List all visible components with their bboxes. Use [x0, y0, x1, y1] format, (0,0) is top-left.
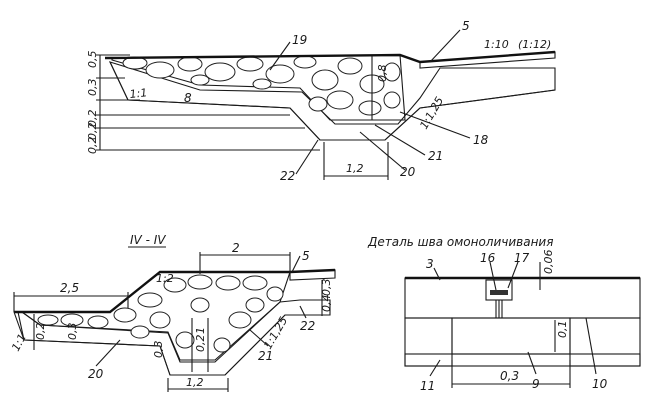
detail-seal-strip [490, 290, 508, 295]
detail-sand-right [569, 317, 641, 367]
top-slope-left: 1:1 [129, 86, 148, 101]
iv-ground-line [14, 268, 336, 314]
callout-9: 9 [532, 377, 540, 391]
detail-leader-lines [429, 261, 597, 377]
top-leader-lines [269, 29, 471, 175]
detail-dimension-lines [451, 262, 571, 388]
detail-upper-slab [404, 277, 641, 319]
callout-21-top: 21 [428, 149, 443, 163]
top-dim-4: 0,2 [86, 137, 99, 155]
callout-22-top: 22 [280, 169, 295, 183]
callout-22-iv: 22 [300, 319, 315, 333]
iv-dimension-lines [13, 252, 323, 392]
top-slope-right: 1:10 [484, 38, 509, 51]
top-stones [122, 55, 401, 116]
top-dim-6: 1,2 [346, 162, 364, 175]
top-dimension-lines [96, 54, 389, 180]
iv-top-width: 2 [232, 241, 240, 255]
section-iv-title: IV - IV [130, 233, 166, 247]
section-iv: IV - IV [9, 233, 336, 392]
iv-dim-1: 0,3 [320, 279, 333, 297]
callout-8: 8 [184, 91, 192, 105]
top-dim-3: 0,2 [86, 123, 99, 141]
iv-leader-lines [95, 255, 307, 367]
iv-dim-3: 0,2 [194, 335, 207, 353]
top-slope-right-alt: (1:12) [518, 38, 551, 51]
detail-sand-left [404, 317, 453, 367]
callout-5-top: 5 [462, 19, 470, 33]
iv-dim-7: 1,2 [186, 376, 204, 389]
detail-lower-block [451, 317, 571, 355]
callout-3: 3 [426, 257, 434, 271]
iv-dim-6: 0,3 [66, 323, 79, 341]
callout-20-top: 20 [400, 165, 416, 179]
callout-10: 10 [592, 377, 608, 391]
iv-left-width: 2,5 [60, 281, 79, 295]
callout-11: 11 [420, 379, 435, 393]
top-dim-1: 0,3 [86, 79, 99, 97]
top-ground-line [105, 50, 556, 64]
joint-detail: Деталь шва омоноличивания [367, 235, 641, 393]
iv-slope-top: 1:2 [156, 272, 174, 285]
callout-19: 19 [292, 33, 307, 47]
callout-16: 16 [480, 251, 496, 265]
iv-slope-left: 1:1 [9, 332, 29, 354]
iv-dim-2: 0,2 [34, 323, 47, 341]
top-dim-5: 0,8 [376, 65, 389, 83]
iv-dim-0: 0,4 [320, 295, 333, 313]
iv-stones [37, 274, 284, 353]
callout-17: 17 [514, 251, 530, 265]
callout-20-iv: 20 [88, 367, 104, 381]
callout-18: 18 [473, 133, 489, 147]
top-section: 1:10 (1:12) 1:1 1:1,25 0,5 0,3 0,2 0,2 0… [86, 19, 556, 183]
detail-dim-0: 0,06 [542, 250, 555, 275]
top-dim-0: 0,5 [86, 51, 99, 69]
detail-dim-1: 0,1 [556, 321, 569, 339]
top-slope-bank: 1:1,25 [417, 95, 446, 132]
callout-21-iv: 21 [258, 349, 273, 363]
detail-dim-2: 0,3 [500, 369, 519, 383]
iv-dim-4: 1 [194, 327, 207, 334]
callout-5-iv: 5 [302, 249, 310, 263]
iv-dim-5: 0,3 [152, 341, 165, 359]
top-dim-2: 0,2 [86, 110, 99, 128]
detail-title: Деталь шва омоноличивания [367, 235, 553, 249]
iv-slope-bank: 1:1,25 [261, 315, 290, 352]
